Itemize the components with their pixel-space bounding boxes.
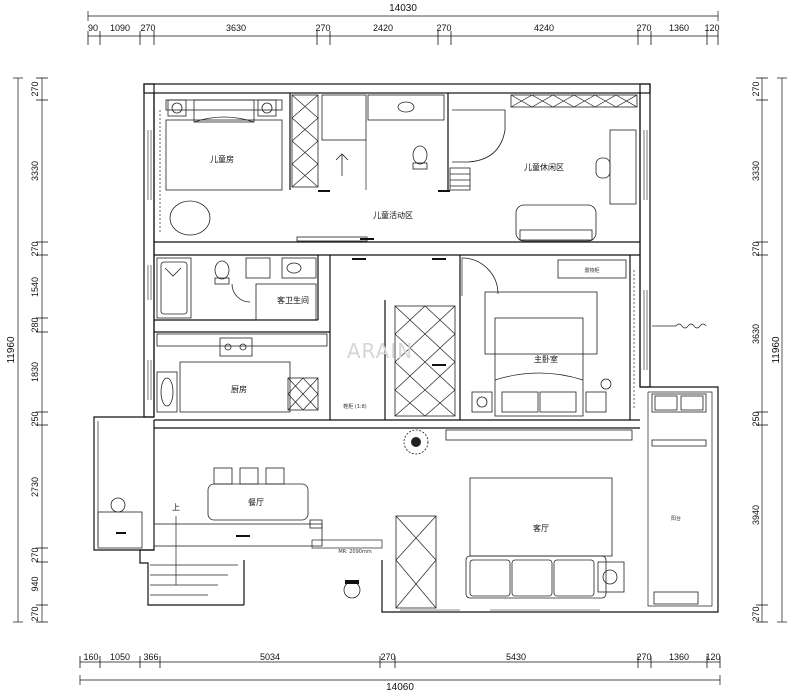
top-total-dim: 14030 — [389, 3, 417, 14]
right-balcony: 阳台 — [651, 323, 707, 605]
left-dim-2: 3330 — [30, 161, 40, 181]
bottom-dim-3: 366 — [143, 652, 158, 662]
bottom-dim-1: 160 — [83, 652, 98, 662]
left-dim-4: 1540 — [30, 277, 40, 297]
kitchen: 厨房 — [156, 333, 328, 413]
child-bedroom: 儿童房 — [159, 99, 283, 236]
bottom-total-dim: 14060 — [386, 682, 414, 692]
interior-walls — [154, 93, 640, 429]
dimension-left: 11960 270 3330 270 1540 280 1830 250 273… — [6, 77, 48, 623]
bottom-dim-7: 270 — [636, 652, 651, 662]
child-leisure: 儿童休闲区 — [452, 94, 638, 242]
child-bedroom-label: 儿童房 — [210, 154, 234, 164]
left-dim-9: 270 — [30, 547, 40, 562]
left-dim-8: 2730 — [30, 477, 40, 497]
right-dim-1: 270 — [751, 81, 761, 96]
left-dim-11: 270 — [30, 606, 40, 621]
right-dim-2: 3330 — [751, 161, 761, 181]
left-dim-7: 250 — [30, 411, 40, 426]
plant-icon — [403, 429, 429, 455]
top-dim-9: 270 — [636, 23, 651, 33]
top-dim-8: 4240 — [534, 23, 554, 33]
top-dim-11: 120 — [704, 23, 719, 33]
left-total-dim: 11960 — [6, 336, 17, 364]
right-dim-5: 250 — [751, 411, 761, 426]
dimension-right: 270 3330 270 3630 250 3940 270 11960 — [751, 77, 787, 623]
right-dim-6: 3940 — [751, 505, 761, 525]
dimension-bottom: 160 1050 366 5034 270 5430 270 1360 120 … — [79, 652, 721, 692]
top-dim-4: 3630 — [226, 23, 246, 33]
balcony-note: 阳台 — [671, 515, 681, 522]
child-activity-label: 儿童活动区 — [373, 210, 413, 220]
bottom-dim-8: 1360 — [669, 652, 689, 662]
bottom-dim-6: 5430 — [506, 652, 526, 662]
top-dim-1: 90 — [88, 23, 98, 33]
stair-up-label: 上 — [172, 503, 180, 512]
kitchen-label: 厨房 — [231, 384, 247, 394]
armchair-icon — [343, 581, 361, 599]
dining-label: 餐厅 — [248, 498, 264, 507]
storage-label: 置物柜 — [584, 267, 599, 274]
left-dim-5: 280 — [30, 317, 40, 332]
dimension-top: 14030 90 1090 270 3630 270 2420 270 4240… — [87, 3, 720, 45]
outer-walls — [93, 83, 719, 613]
living-label: 客厅 — [533, 523, 549, 533]
passage-note: 鞋柜 (1:8) — [343, 403, 367, 410]
bottom-dim-2: 1050 — [110, 652, 130, 662]
living: MR: 2090mm 客厅 — [311, 429, 633, 609]
bottom-dim-4: 5034 — [260, 652, 280, 662]
right-dim-7: 270 — [751, 606, 761, 621]
watermark: ARAIN — [347, 339, 413, 363]
left-dim-6: 1830 — [30, 362, 40, 382]
guest-bathroom-label: 客卫生间 — [277, 295, 309, 305]
door-width-label: MR: 2090mm — [338, 549, 372, 555]
top-dim-10: 1360 — [669, 23, 689, 33]
left-dim-10: 940 — [30, 576, 40, 591]
left-dim-1: 270 — [30, 81, 40, 96]
right-dim-4: 3630 — [751, 324, 761, 344]
bottom-dim-9: 120 — [705, 652, 720, 662]
bottom-dim-5: 270 — [380, 652, 395, 662]
child-activity: 儿童活动区 — [291, 94, 471, 242]
left-dim-3: 270 — [30, 241, 40, 256]
right-total-dim: 11960 — [771, 336, 782, 364]
windows — [147, 130, 648, 611]
top-dim-3: 270 — [140, 23, 155, 33]
guest-bathroom: 客卫生间 — [156, 257, 317, 321]
right-dim-3: 270 — [751, 241, 761, 256]
top-dim-5: 270 — [315, 23, 330, 33]
top-dim-2: 1090 — [110, 23, 130, 33]
master-bedroom: 置物柜 主卧室 — [394, 259, 635, 417]
hallway: 鞋柜 (1:8) — [343, 257, 499, 455]
top-dim-7: 270 — [436, 23, 451, 33]
master-bedroom-label: 主卧室 — [534, 354, 558, 364]
left-balcony — [97, 497, 143, 549]
top-dim-6: 2420 — [373, 23, 393, 33]
dining: 上 餐厅 — [150, 467, 323, 596]
child-leisure-label: 儿童休闲区 — [524, 162, 564, 172]
